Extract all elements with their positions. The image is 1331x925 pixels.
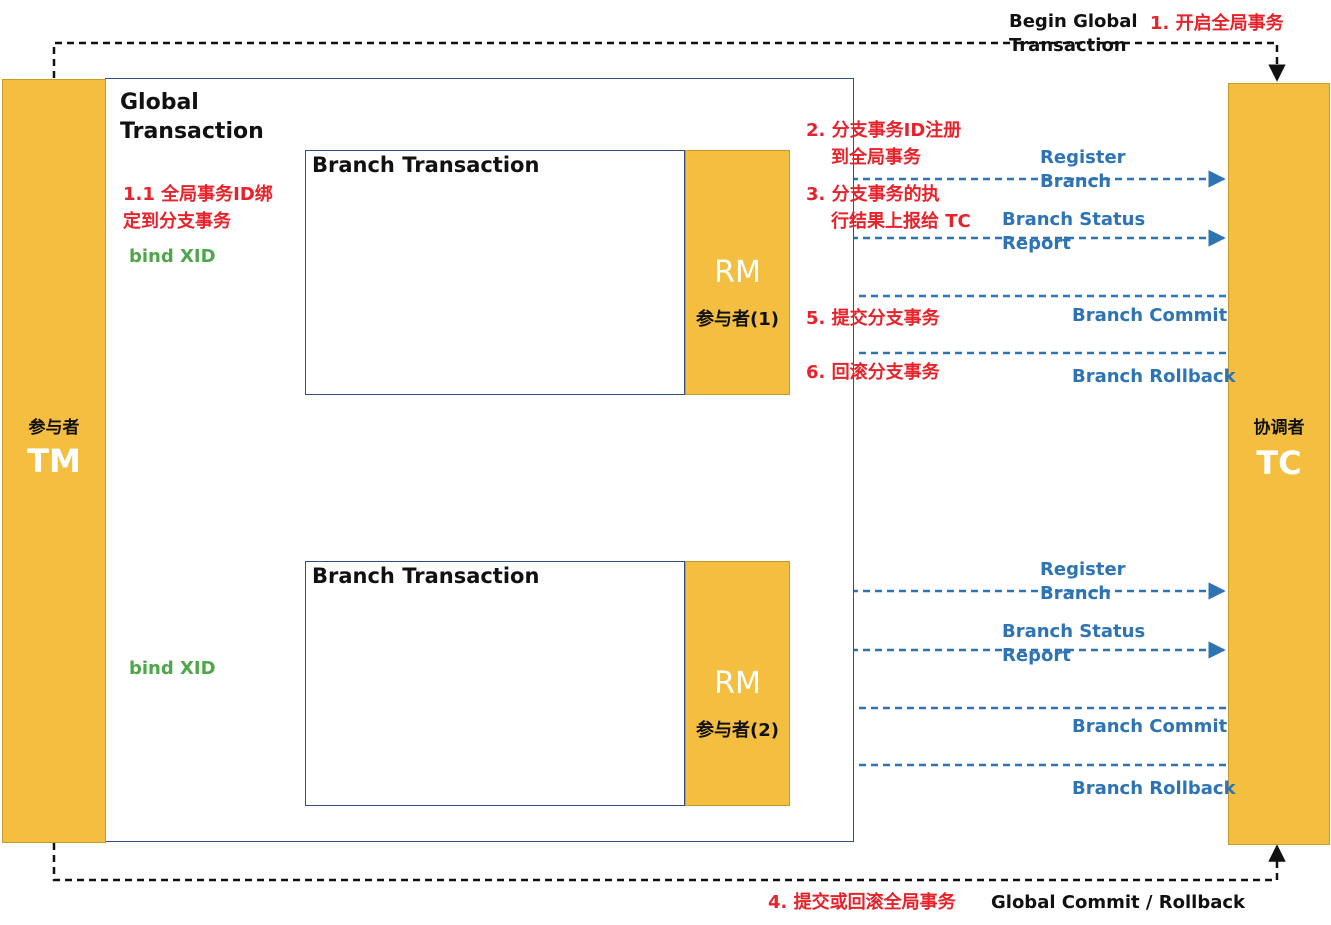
step-3-line2: 行结果上报给 TC <box>831 211 971 232</box>
step-1-1-line2: 定到分支事务 <box>123 211 231 232</box>
register-branch-label-2: Register Branch <box>1040 558 1126 606</box>
global-title-line2: Transaction <box>120 119 264 144</box>
status-report-label-2: Branch Status Report <box>1002 620 1145 668</box>
status-line2: Report <box>1002 645 1071 666</box>
step-6-label: 6. 回滚分支事务 <box>806 362 940 383</box>
branch-rollback-label-1: Branch Rollback <box>1072 366 1236 387</box>
step-3-label: 3. 分支事务的执 行结果上报给 TC <box>806 181 971 235</box>
step-1-label: 1. 开启全局事务 <box>1150 13 1284 34</box>
branch-commit-label-2: Branch Commit <box>1072 716 1228 737</box>
status-line1: Branch Status <box>1002 209 1146 230</box>
tm-participant: 参与者 TM <box>2 79 106 843</box>
begin-global-line1: Begin Global <box>1009 11 1138 32</box>
branch-rollback-label-2: Branch Rollback <box>1072 778 1236 799</box>
register-line2: Branch <box>1040 583 1112 604</box>
tc-code: TC <box>1256 444 1302 482</box>
rm-2: RM 参与者(2) <box>685 561 790 806</box>
tm-role: 参与者 <box>28 418 80 438</box>
step-2-label: 2. 分支事务ID注册 到全局事务 <box>806 117 961 171</box>
global-transaction-title: Global Transaction <box>120 88 264 146</box>
status-report-label-1: Branch Status Report <box>1002 208 1145 256</box>
branch-transaction-2: Branch Transaction <box>305 561 685 806</box>
register-line1: Register <box>1040 147 1126 168</box>
global-commit-rollback-arrow <box>52 843 1286 882</box>
branch-transaction-1-title: Branch Transaction <box>312 153 540 177</box>
tm-code: TM <box>27 442 81 480</box>
branch-transaction-2-title: Branch Transaction <box>312 564 540 588</box>
rm-1: RM 参与者(1) <box>685 150 790 395</box>
register-branch-label-1: Register Branch <box>1040 146 1126 194</box>
bind-xid-label-1: bind XID <box>129 246 216 267</box>
step-1-1-line1: 1.1 全局事务ID绑 <box>123 184 273 205</box>
tc-role: 协调者 <box>1253 418 1305 438</box>
branch-commit-label-1: Branch Commit <box>1072 305 1228 326</box>
step-2-line2: 到全局事务 <box>831 147 921 168</box>
begin-global-arrow <box>52 41 1286 82</box>
global-title-line1: Global <box>120 90 199 115</box>
rm-1-code: RM <box>714 255 761 290</box>
branch-transaction-1: Branch Transaction <box>305 150 685 395</box>
step-2-line1: 2. 分支事务ID注册 <box>806 120 962 141</box>
global-commit-rollback-label: Global Commit / Rollback <box>991 892 1245 913</box>
status-line2: Report <box>1002 233 1071 254</box>
step-3-line1: 3. 分支事务的执 <box>806 184 940 205</box>
step-1-1-label: 1.1 全局事务ID绑 定到分支事务 <box>123 181 273 235</box>
register-line2: Branch <box>1040 171 1112 192</box>
step-5-label: 5. 提交分支事务 <box>806 308 940 329</box>
rm-2-role: 参与者(2) <box>696 720 779 741</box>
tc-coordinator: 协调者 TC <box>1228 83 1330 845</box>
rm-2-code: RM <box>714 666 761 701</box>
begin-global-line2: Transaction <box>1009 35 1127 56</box>
rm-1-role: 参与者(1) <box>696 309 779 330</box>
register-line1: Register <box>1040 559 1126 580</box>
status-line1: Branch Status <box>1002 621 1146 642</box>
begin-global-label: Begin Global Transaction <box>1009 10 1138 58</box>
step-4-label: 4. 提交或回滚全局事务 <box>768 892 956 913</box>
bind-xid-label-2: bind XID <box>129 658 216 679</box>
